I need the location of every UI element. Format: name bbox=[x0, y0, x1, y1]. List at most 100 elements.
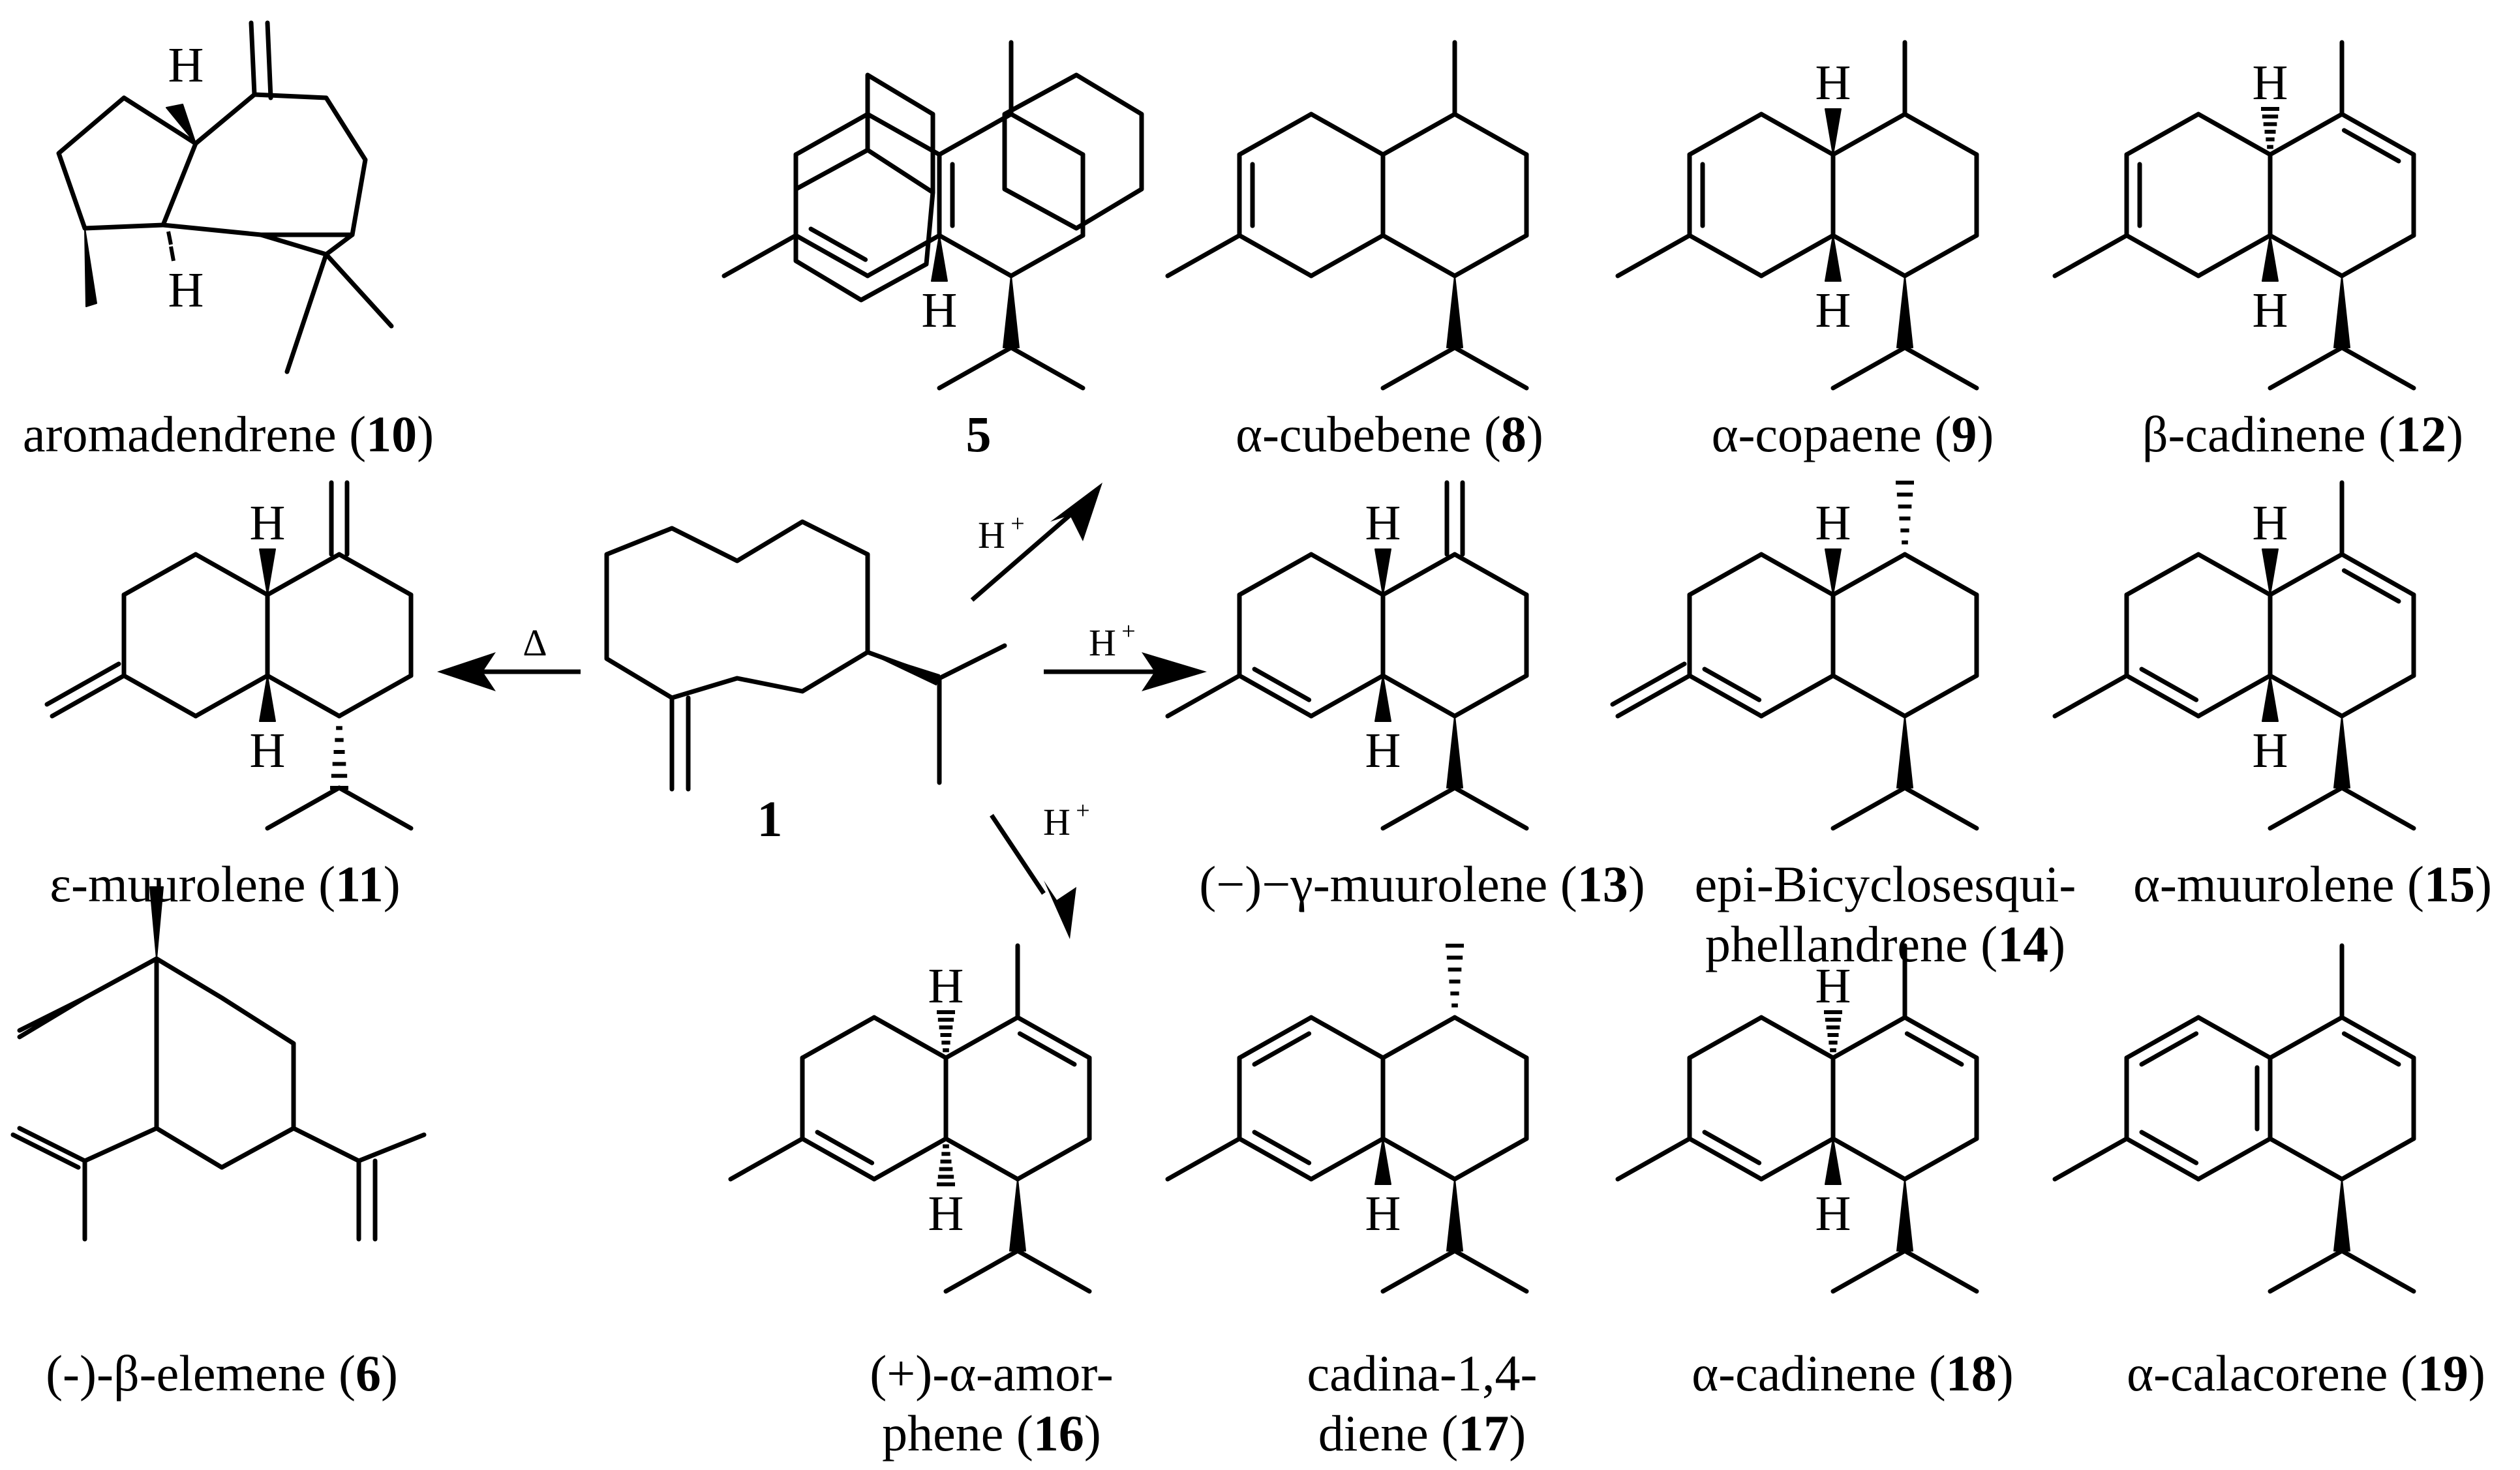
bond bbox=[1830, 345, 1907, 391]
bond bbox=[2339, 1136, 2416, 1182]
acid-charge: + bbox=[1076, 797, 1089, 824]
bond bbox=[44, 661, 121, 707]
bond bbox=[1452, 673, 1529, 719]
h-atom: H bbox=[1365, 496, 1401, 550]
bond bbox=[1237, 112, 1314, 157]
h-atom: H bbox=[168, 263, 204, 318]
bond bbox=[2139, 1031, 2199, 1067]
bond bbox=[193, 552, 270, 597]
wedge-bond bbox=[1446, 715, 1463, 788]
wedge-bond bbox=[1374, 1138, 1391, 1185]
bond bbox=[2139, 1130, 2199, 1165]
bond bbox=[265, 785, 342, 831]
wedge-bond bbox=[259, 675, 276, 722]
h-atom: H bbox=[1815, 959, 1851, 1013]
wedge-bond bbox=[1896, 275, 1913, 348]
bond bbox=[1830, 112, 1907, 157]
h-atom: H bbox=[1815, 55, 1851, 110]
bond bbox=[2268, 552, 2345, 597]
wedge-bond bbox=[2333, 275, 2350, 348]
bond bbox=[1165, 673, 1242, 719]
bond bbox=[1830, 1248, 1907, 1294]
bond bbox=[793, 233, 870, 278]
wedge-bond bbox=[1825, 108, 1842, 155]
label-a-muurolene: α-muurolene (15) bbox=[2133, 856, 2492, 912]
h-atom: H bbox=[922, 283, 958, 338]
bond bbox=[793, 112, 870, 157]
bond bbox=[937, 112, 1014, 157]
bond bbox=[1759, 673, 1836, 719]
bond bbox=[1902, 673, 1979, 719]
label-1: 1 bbox=[757, 790, 783, 847]
acid-label: H bbox=[978, 514, 1005, 556]
bond bbox=[1252, 667, 1312, 702]
wedge-bond bbox=[259, 548, 276, 595]
bond bbox=[1309, 1015, 1386, 1060]
bond bbox=[1759, 1015, 1836, 1060]
bond bbox=[1759, 1136, 1836, 1182]
bond bbox=[1452, 1015, 1529, 1060]
bond bbox=[872, 1136, 949, 1182]
bond bbox=[2268, 673, 2345, 719]
h-atom: H bbox=[1815, 496, 1851, 550]
h-atom: H bbox=[2253, 496, 2288, 550]
bond bbox=[2196, 673, 2273, 719]
bond bbox=[1380, 345, 1457, 391]
bond bbox=[337, 785, 414, 831]
bond bbox=[1687, 673, 1764, 719]
h-atom: H bbox=[168, 38, 204, 93]
acid-label: H bbox=[1089, 622, 1116, 664]
bond bbox=[1309, 1136, 1386, 1182]
bond bbox=[2268, 345, 2345, 391]
bond bbox=[1902, 112, 1979, 157]
bond bbox=[1830, 673, 1907, 719]
bond bbox=[1309, 233, 1386, 278]
bond bbox=[2339, 1015, 2416, 1060]
bond bbox=[728, 1136, 805, 1182]
bond bbox=[800, 1015, 877, 1060]
wedge-bond bbox=[2262, 675, 2279, 722]
bond bbox=[337, 673, 414, 719]
wedge-bond bbox=[1446, 275, 1463, 348]
bond bbox=[1237, 552, 1314, 597]
h-atom: H bbox=[250, 723, 286, 778]
bond bbox=[1380, 1136, 1457, 1182]
wedge-bond bbox=[2262, 548, 2279, 595]
bond bbox=[1830, 1015, 1907, 1060]
label-amorphene: (+)-α-amor-phene (16) bbox=[870, 1345, 1114, 1462]
arrow-acid-up: H + bbox=[970, 483, 1102, 602]
wedge-bond bbox=[1825, 548, 1842, 595]
structure-germacrene-1 bbox=[604, 519, 1007, 792]
bond bbox=[2341, 128, 2401, 164]
bond bbox=[1452, 345, 1529, 391]
bond bbox=[1830, 1136, 1907, 1182]
bond bbox=[1902, 1136, 1979, 1182]
bond bbox=[1380, 1015, 1457, 1060]
bond bbox=[2268, 785, 2345, 831]
bond bbox=[1237, 1015, 1314, 1060]
bond bbox=[121, 673, 198, 719]
bond bbox=[1830, 785, 1907, 831]
bond bbox=[1902, 345, 1979, 391]
bond bbox=[1009, 345, 1085, 391]
wedge-bond bbox=[2262, 235, 2279, 282]
bond bbox=[1015, 1015, 1092, 1060]
bond bbox=[1615, 673, 1692, 719]
bond bbox=[1452, 1248, 1529, 1294]
bond bbox=[1165, 233, 1242, 278]
bond bbox=[1380, 785, 1457, 831]
h-atom: H bbox=[250, 496, 286, 550]
heat-symbol: Δ bbox=[523, 622, 547, 664]
wedge-bond bbox=[1003, 275, 1020, 348]
bond bbox=[2339, 345, 2416, 391]
bond bbox=[1687, 1136, 1764, 1182]
bond bbox=[2139, 667, 2199, 702]
bond bbox=[1687, 1015, 1764, 1060]
bond bbox=[1237, 673, 1314, 719]
bond bbox=[1902, 785, 1979, 831]
bond bbox=[1017, 1031, 1077, 1067]
bond bbox=[2339, 1248, 2416, 1294]
h-atom: H bbox=[1365, 1186, 1401, 1241]
bond bbox=[121, 552, 198, 597]
bond bbox=[1759, 552, 1836, 597]
